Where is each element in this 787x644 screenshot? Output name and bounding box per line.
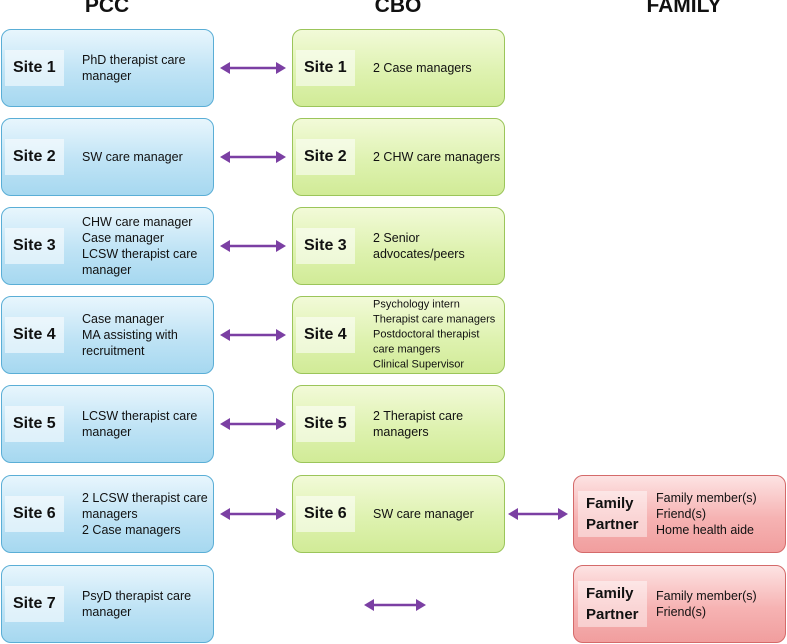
pcc-header: PCC [84, 0, 130, 17]
family-partner-1-desc: Family member(s)Friend(s)Home health aid… [656, 491, 757, 537]
cbo-site-6-label: Site 6 [296, 496, 355, 532]
arrow-site-7 [364, 599, 426, 611]
pcc-site-1-label: Site 1 [5, 50, 64, 86]
pcc-site-2-label: Site 2 [5, 139, 64, 175]
cbo-site-4-label: Site 4 [296, 317, 355, 353]
arrow-site-6-family [508, 508, 568, 520]
arrow-site-5 [220, 418, 286, 430]
cbo-site-1-box: Site 1 2 Case managers [292, 29, 505, 107]
cbo-site-6-box: Site 6 SW care manager [292, 475, 505, 553]
pcc-site-5-label: Site 5 [5, 406, 64, 442]
family-partner-2-desc: Family member(s)Friend(s) [656, 589, 757, 619]
pcc-site-7-label: Site 7 [5, 586, 64, 622]
pcc-site-3-label: Site 3 [5, 228, 64, 264]
cbo-site-2-box: Site 2 2 CHW care managers [292, 118, 505, 196]
cbo-site-3-label: Site 3 [296, 228, 355, 264]
pcc-site-6-label: Site 6 [5, 496, 64, 532]
pcc-site-2-desc: SW care manager [82, 150, 183, 164]
arrow-site-2 [220, 151, 286, 163]
cbo-site-2-desc: 2 CHW care managers [373, 150, 501, 164]
cbo-site-2-label: Site 2 [296, 139, 355, 175]
cbo-header: CBO [374, 0, 422, 17]
family-header: FAMILY [646, 0, 722, 17]
arrow-site-6 [220, 508, 286, 520]
arrow-site-4 [220, 329, 286, 341]
pcc-site-2-box: Site 2 SW care manager [1, 118, 214, 196]
pcc-site-4-label: Site 4 [5, 317, 64, 353]
cbo-site-5-label: Site 5 [296, 406, 355, 442]
cbo-site-6-desc: SW care manager [373, 507, 474, 521]
cbo-site-1-desc: 2 Case managers [373, 61, 472, 75]
cbo-site-1-label: Site 1 [296, 50, 355, 86]
arrow-site-1 [220, 62, 286, 74]
arrow-site-3 [220, 240, 286, 252]
